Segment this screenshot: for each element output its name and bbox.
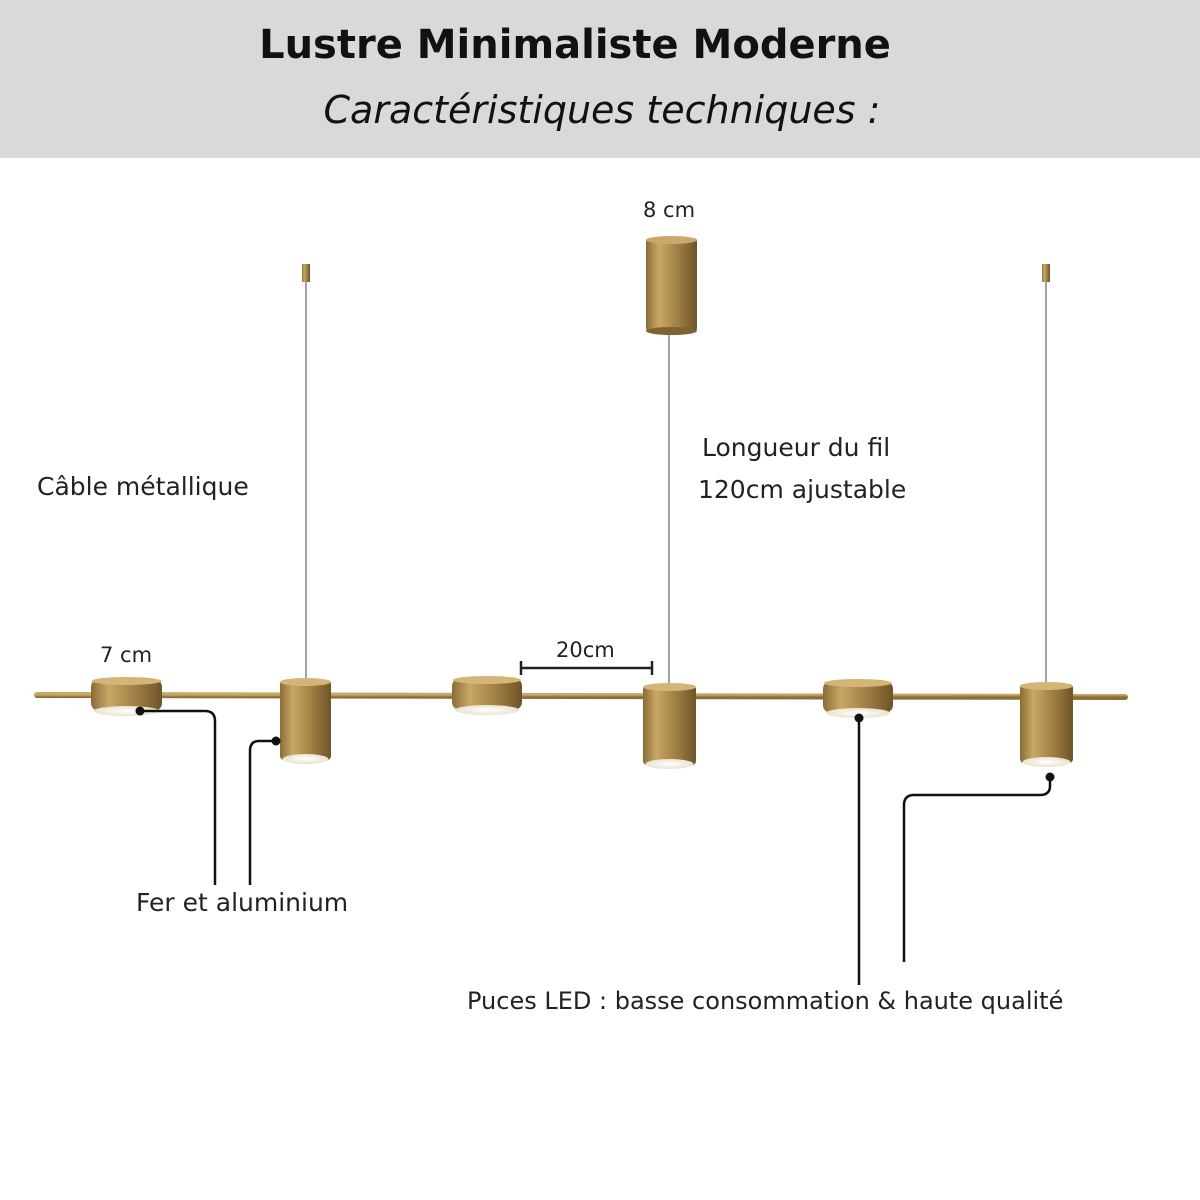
callout-dot <box>854 713 864 723</box>
led-callout-line <box>857 718 1052 985</box>
callout-dot <box>1045 772 1055 782</box>
cylinder-lamp <box>280 678 331 764</box>
cylinder-lamp <box>1020 682 1073 767</box>
led-label: Puces LED : basse consommation & haute q… <box>467 987 1064 1015</box>
cable-grip-left <box>302 264 310 282</box>
page-subtitle: Caractéristiques techniques : <box>323 88 881 132</box>
material-label: Fer et aluminium <box>136 888 349 917</box>
canopy-width-label: 8 cm <box>643 198 696 222</box>
ceiling-canopy <box>646 236 697 335</box>
wire-length-label-line1: Longueur du fil <box>702 433 891 462</box>
disc-lamp <box>823 679 893 718</box>
cable-grip-right <box>1042 264 1050 282</box>
spacing-dimension-marker <box>519 661 654 675</box>
disc-width-label: 7 cm <box>100 643 153 667</box>
wire-length-label-line2: 120cm ajustable <box>698 475 907 504</box>
callout-dot <box>271 736 281 746</box>
spacing-label: 20cm <box>556 638 615 662</box>
header-banner <box>0 0 1200 158</box>
page-title: Lustre Minimaliste Moderne <box>259 22 891 68</box>
material-callout-line <box>140 709 276 885</box>
cylinder-lamp <box>643 683 696 769</box>
callout-dot <box>135 706 145 716</box>
disc-lamp <box>452 676 522 715</box>
horizontal-bar <box>34 692 1128 700</box>
cable-label: Câble métallique <box>37 472 249 501</box>
